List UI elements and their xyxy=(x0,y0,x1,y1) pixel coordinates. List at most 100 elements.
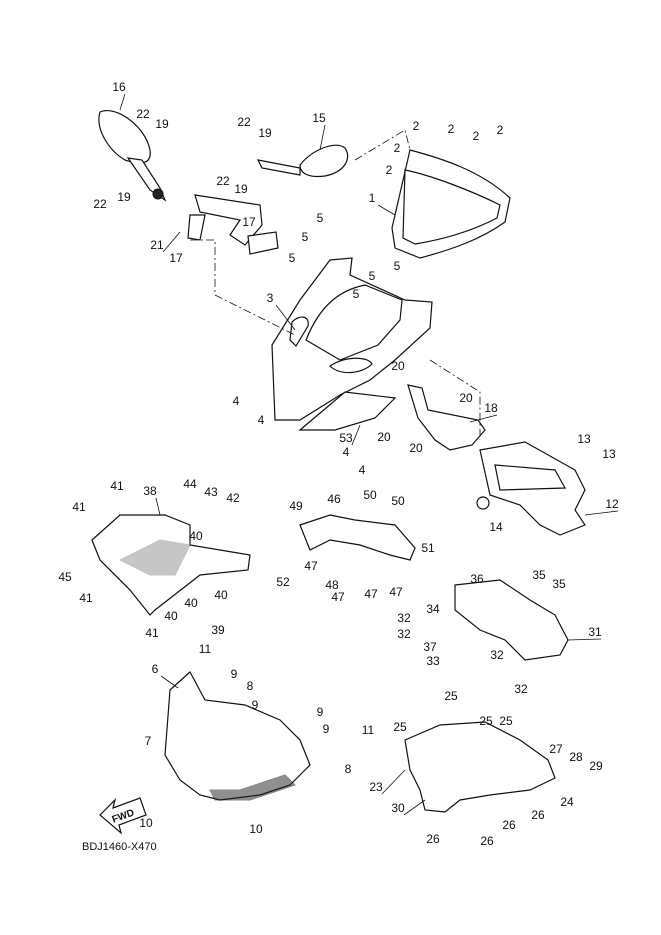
callout-15: 15 xyxy=(312,111,326,151)
callout-number: 41 xyxy=(145,626,159,640)
callout-number: 53 xyxy=(339,431,353,445)
left-mirror[interactable] xyxy=(98,110,167,202)
under-cowl-left[interactable] xyxy=(164,671,311,801)
callout-number: 26 xyxy=(480,834,494,848)
callout-number: 6 xyxy=(152,662,159,676)
callout-number: 17 xyxy=(242,215,256,229)
callout-17: 17 xyxy=(169,251,183,265)
callout-42: 42 xyxy=(226,491,240,505)
callout-number: 20 xyxy=(377,430,391,444)
callout-48: 48 xyxy=(325,578,339,592)
callout-number: 45 xyxy=(58,570,72,584)
callout-number: 14 xyxy=(489,520,503,534)
callout-1: 1 xyxy=(369,191,396,216)
leader-line xyxy=(351,424,361,446)
callout-number: 1 xyxy=(369,191,376,205)
leader-line xyxy=(469,414,498,423)
callout-number: 21 xyxy=(150,238,164,252)
callout-49: 49 xyxy=(289,499,303,513)
callout-number: 35 xyxy=(532,568,546,582)
callout-3: 3 xyxy=(267,291,296,331)
callout-6: 6 xyxy=(152,662,179,689)
callout-number: 4 xyxy=(343,445,350,459)
cowling-stay[interactable] xyxy=(407,384,486,451)
windshield[interactable] xyxy=(391,149,511,259)
callout-number: 13 xyxy=(602,447,616,461)
callout-5: 5 xyxy=(289,251,296,265)
callout-2: 2 xyxy=(473,129,480,143)
callout-number: 19 xyxy=(155,117,169,131)
callout-number: 35 xyxy=(552,577,566,591)
callout-number: 42 xyxy=(226,491,240,505)
callout-4: 4 xyxy=(359,463,366,477)
center-bracket[interactable] xyxy=(299,514,416,561)
callout-number: 39 xyxy=(211,623,225,637)
callout-39: 39 xyxy=(211,623,225,637)
callout-26: 26 xyxy=(480,834,494,848)
callout-number: 2 xyxy=(413,119,420,133)
callout-number: 47 xyxy=(304,559,318,573)
callout-8: 8 xyxy=(345,762,352,776)
side-panel-left[interactable] xyxy=(91,514,251,616)
callout-46: 46 xyxy=(327,492,341,506)
mirror-bracket[interactable] xyxy=(187,194,279,255)
callout-number: 40 xyxy=(214,588,228,602)
callout-47: 47 xyxy=(304,559,318,573)
callout-2: 2 xyxy=(394,141,401,155)
callout-number: 17 xyxy=(169,251,183,265)
callout-number: 41 xyxy=(79,591,93,605)
callout-2: 2 xyxy=(497,123,504,137)
callout-number: 2 xyxy=(497,123,504,137)
callout-10: 10 xyxy=(249,822,263,836)
callout-24: 24 xyxy=(560,795,574,809)
callout-7: 7 xyxy=(145,734,152,748)
callout-21: 21 xyxy=(150,231,181,253)
callout-34: 34 xyxy=(426,602,440,616)
callout-number: 34 xyxy=(426,602,440,616)
callout-30: 30 xyxy=(391,799,426,816)
callout-number: 5 xyxy=(289,251,296,265)
leader-line xyxy=(319,124,326,151)
callout-23: 23 xyxy=(369,769,406,795)
front-cowling[interactable] xyxy=(271,257,433,431)
callout-number: 18 xyxy=(484,401,498,415)
callout-38: 38 xyxy=(143,484,161,516)
callout-2: 2 xyxy=(386,163,393,177)
callout-51: 51 xyxy=(421,541,435,555)
diagram-code: BDJ1460-X470 xyxy=(82,841,157,853)
callout-number: 27 xyxy=(549,742,563,756)
callout-number: 22 xyxy=(216,174,230,188)
callout-32: 32 xyxy=(490,648,504,662)
callout-20: 20 xyxy=(377,430,391,444)
callout-4: 4 xyxy=(343,445,350,459)
callout-5: 5 xyxy=(394,259,401,273)
callout-22: 22 xyxy=(136,107,150,121)
callout-43: 43 xyxy=(204,485,218,499)
callout-number: 9 xyxy=(252,698,259,712)
callout-number: 9 xyxy=(231,667,238,681)
under-cowl-right[interactable] xyxy=(404,721,556,813)
leader-line xyxy=(155,497,161,516)
right-mirror[interactable] xyxy=(256,144,349,178)
callout-number: 47 xyxy=(331,590,345,604)
front-bracket[interactable] xyxy=(476,441,586,536)
callout-number: 43 xyxy=(204,485,218,499)
callout-number: 32 xyxy=(397,611,411,625)
callout-number: 11 xyxy=(362,723,375,737)
callout-number: 19 xyxy=(234,182,248,196)
callout-number: 25 xyxy=(499,714,513,728)
callout-number: 29 xyxy=(589,759,603,773)
callout-number: 24 xyxy=(560,795,574,809)
callout-28: 28 xyxy=(569,750,583,764)
callout-number: 52 xyxy=(276,575,290,589)
callout-number: 25 xyxy=(444,689,458,703)
fwd-arrow: FWD xyxy=(99,797,147,835)
callout-37: 37 xyxy=(423,640,437,654)
callout-number: 41 xyxy=(72,500,86,514)
side-panel-right[interactable] xyxy=(454,579,569,661)
callout-number: 50 xyxy=(391,494,405,508)
callout-19: 19 xyxy=(258,126,272,140)
callout-number: 26 xyxy=(502,818,516,832)
callout-20: 20 xyxy=(391,359,405,373)
